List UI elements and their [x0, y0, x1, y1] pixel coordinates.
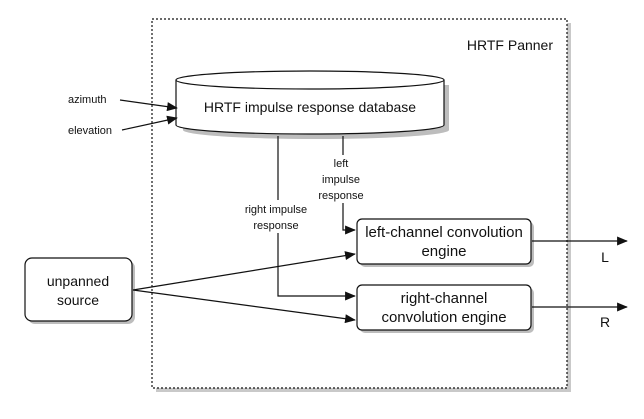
left-ir-label-line3: response [318, 190, 363, 202]
right-engine-label-line1: right-channel [401, 290, 488, 307]
right-ir-arrow [277, 136, 356, 301]
azimuth-label: azimuth [68, 94, 107, 106]
source-label-line2: source [57, 292, 99, 308]
left-engine-label-line2: engine [421, 243, 466, 260]
right-output-label: R [600, 314, 610, 330]
left-engine-label-line1: left-channel convolution [365, 224, 523, 241]
source-to-right-arrow [132, 289, 356, 324]
left-ir-label-bg [310, 155, 372, 203]
right-ir-label-bg [236, 200, 322, 233]
panner-title: HRTF Panner [467, 37, 553, 53]
source-to-left-arrow [132, 251, 356, 291]
elevation-arrow [121, 115, 178, 131]
left-ir-label-line2: impulse [322, 174, 360, 186]
database-cylinder [175, 70, 449, 139]
left-output-label: L [601, 249, 609, 265]
left-engine-box [356, 218, 532, 265]
right-engine-label-line2: convolution engine [381, 309, 506, 326]
right-ir-label-line1: right impulse [245, 204, 307, 216]
source-label-line1: unpanned [47, 273, 109, 289]
database-label: HRTF impulse response database [204, 99, 416, 115]
right-engine-box [356, 284, 532, 331]
source-box [24, 257, 133, 322]
elevation-label: elevation [68, 125, 112, 137]
left-ir-label-line1: left [334, 158, 349, 170]
right-ir-label-line2: response [253, 220, 298, 232]
azimuth-arrow [119, 99, 178, 112]
